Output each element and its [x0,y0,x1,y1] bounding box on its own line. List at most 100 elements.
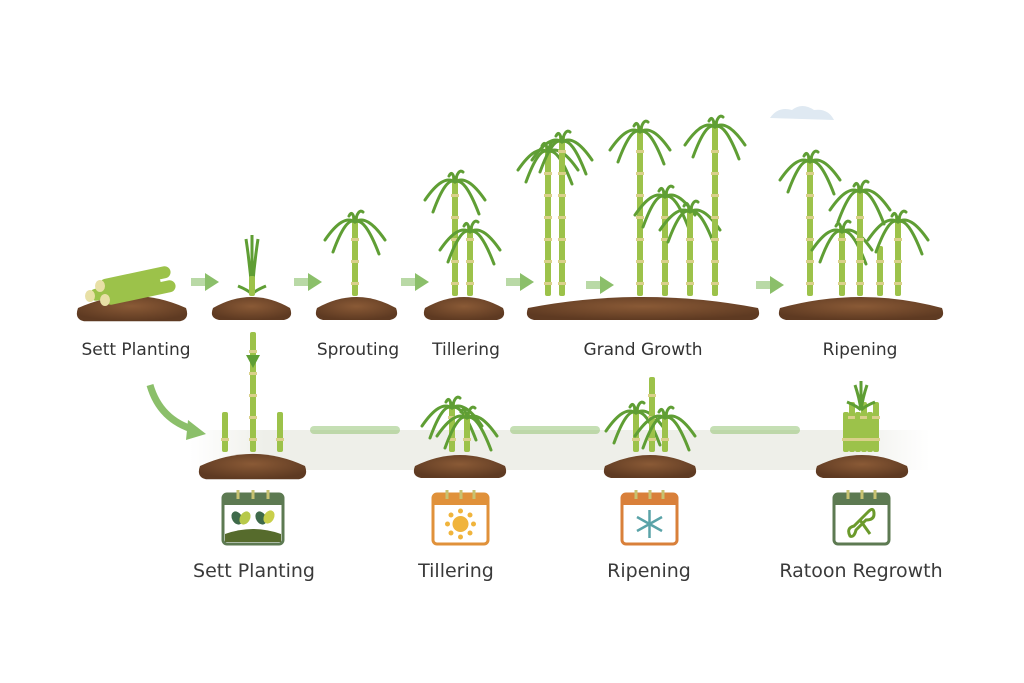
cane-leaf [663,405,675,420]
soil-mound [778,297,944,320]
cane-node [686,282,694,285]
cane-node [711,260,719,263]
timeline-arrow [510,426,600,434]
cane-node [848,438,856,441]
stage-label: Grand Growth [583,340,703,360]
soil-mound [198,453,307,480]
cane-node [894,238,902,241]
cane-stalk [452,176,458,296]
cane-leaf [688,199,700,214]
cane-node [636,172,644,175]
cane-stalk [895,216,901,296]
cane-node [661,438,669,441]
cane-node [806,238,814,241]
cane-node [872,438,880,441]
cane-node [860,416,868,419]
cane-leaf [450,395,462,410]
cane-node [806,260,814,263]
cane-node [544,194,552,197]
cane-node [842,438,850,441]
arrow-icon [770,276,784,294]
cane-node [351,260,359,263]
cane-leaf [663,184,675,199]
arrow-icon [520,273,534,291]
cane-node [451,238,459,241]
cane-leaf [840,219,852,234]
cane-node [838,282,846,285]
cane-node [876,282,884,285]
arrow-icon [600,276,614,294]
cane-leaf [634,410,662,447]
cane-leaf [353,209,365,224]
cane-node [558,260,566,263]
cane-node [661,238,669,241]
soil-mound [211,297,292,320]
cane-node [221,438,229,441]
timeline-arrow [310,426,400,434]
cane-node [544,172,552,175]
cane-node [711,282,719,285]
cane-node [711,216,719,219]
cane-stalk [662,412,668,452]
cane-leaf [353,219,381,256]
cane-leaf [468,219,480,234]
cane-leaf [808,149,820,164]
cane-node [463,438,471,441]
soil-mound [526,297,760,320]
ratoon-stage-label: Sett Planting [193,560,315,582]
soil-mound [315,297,398,320]
calendar-seedling-icon [221,490,285,546]
ratoon-stage-label: Tillering [418,560,494,582]
cane-node [661,260,669,263]
cane-node [838,260,846,263]
cane-node [451,260,459,263]
stage-label: Tillering [432,340,500,360]
cane-node [806,282,814,285]
calendar-sun-icon [431,490,490,546]
soil-mound [413,455,507,478]
cane-stalk [637,126,643,296]
cane-node [558,194,566,197]
arrow-icon [308,273,322,291]
calendar-snowflake-icon [620,490,679,546]
cane-node [249,394,257,397]
cane-node [711,150,719,153]
cane-stalk [877,246,883,296]
cane-node [276,438,284,441]
cane-node [894,260,902,263]
cane-node [636,216,644,219]
soil-mound [603,455,697,478]
cane-leaf [468,229,496,266]
cane-leaf [808,159,836,196]
arrow-shaft [506,278,522,286]
cane-leaf [453,169,465,184]
cane-node [448,438,456,441]
cane-stalk [464,412,470,452]
cane-node [806,216,814,219]
arrow-shaft [756,281,772,289]
cane-stalk [352,216,358,296]
cane-node [711,238,719,241]
cane-node [854,438,862,441]
cane-node [558,216,566,219]
cane-stalk [222,412,228,452]
cane-node [860,438,868,441]
cane-leaf [560,139,588,176]
cane-node [838,238,846,241]
cane-node [648,394,656,397]
cane-node [558,282,566,285]
cane-node [466,238,474,241]
cane-leaf [638,119,650,134]
cane-stalk [249,276,255,296]
cane-node [856,216,864,219]
cane-node [558,238,566,241]
cane-node [636,260,644,263]
cane-stalk [867,412,873,452]
cane-leaf [453,179,481,216]
cane-node [648,438,656,441]
cane-stalk [849,402,855,452]
cane-node [351,238,359,241]
timeline-arrow [710,426,800,434]
cane-node [249,438,257,441]
